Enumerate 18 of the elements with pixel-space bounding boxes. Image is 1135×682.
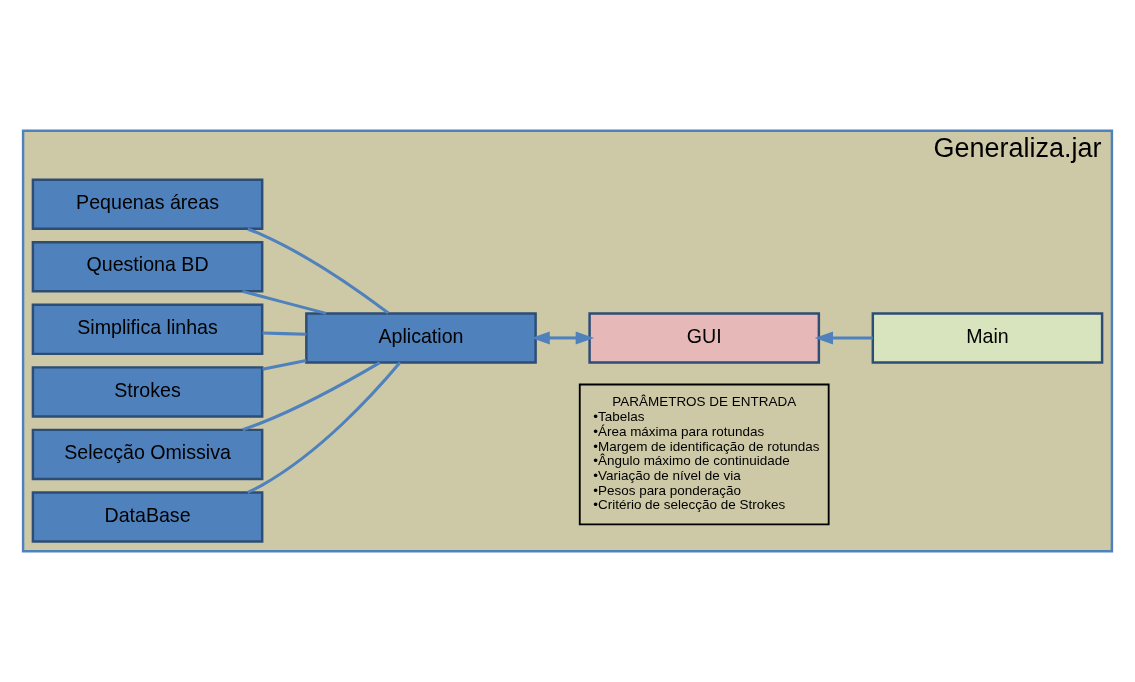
node-box: PARÂMETROS DE ENTRADA •Tabelas •Área máxima para rotundas •Margem de identificação de rotundas •Ângulo máximo de continuidade •Variação de nível de via •Pesos para ponderação •Critério de selecção de Strokes (578, 383, 830, 526)
node-box: Selecção Omissiva (31, 428, 264, 481)
connector (247, 361, 402, 494)
node-box: Strokes (31, 366, 264, 418)
node-box: Simplifica linhas (31, 303, 264, 356)
node-box: DataBase (31, 491, 264, 543)
connector (262, 331, 307, 336)
node-box: Questiona BD (31, 241, 264, 293)
arrow (531, 331, 595, 345)
node-box: Aplication (305, 312, 537, 364)
connector (242, 289, 327, 315)
connector (242, 361, 381, 432)
connector (262, 359, 307, 371)
node-box: Main (871, 312, 1104, 364)
arrow (814, 331, 873, 345)
node-box: Pequenas áreas (31, 178, 264, 231)
node-box: GUI (588, 312, 821, 364)
connector (247, 227, 390, 315)
